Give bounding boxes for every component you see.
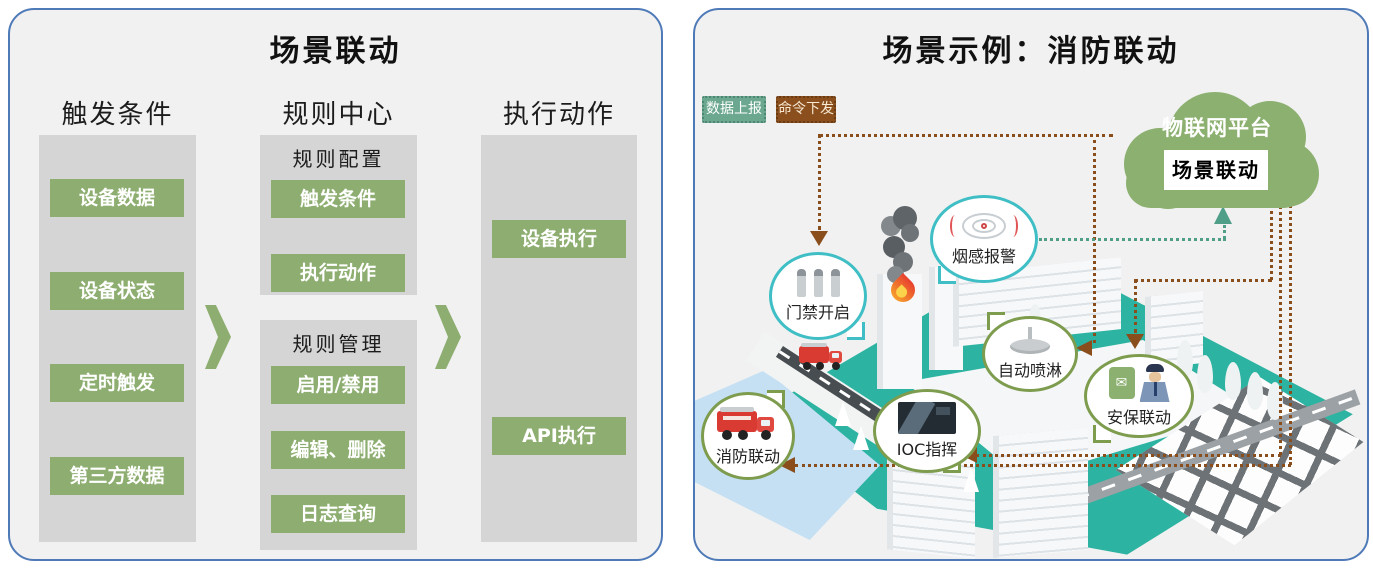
fire-linkage-example-panel: 场景示例：消防联动 数据上报 命令下发 (693, 8, 1369, 561)
command-line (1134, 279, 1272, 282)
truck-ladder (801, 343, 827, 347)
command-line (976, 454, 1281, 457)
command-line (1270, 200, 1273, 280)
security-guard-icon: ✉ (1108, 364, 1170, 402)
command-arrow-down-icon (1126, 334, 1144, 349)
right-panel-title: 场景示例：消防联动 (882, 34, 1180, 69)
item-log-query: 日志查询 (271, 495, 405, 533)
command-line (795, 464, 1291, 467)
access-badge-icon: ✉ (1108, 367, 1135, 399)
callout-smoke-alarm: 烟感报警 (930, 195, 1038, 283)
surveillance-icon (898, 402, 956, 434)
scene-linkage-panel: 场景联动 触发条件 规则中心 执行动作 设备数据 设备状态 定时触发 第三方数据… (8, 8, 663, 561)
callout-door-open: 门禁开启 (769, 252, 867, 340)
south-building-b (993, 427, 1088, 559)
truck-wheel (803, 362, 811, 370)
callout-security-linkage: ✉ 安保联动 (1084, 354, 1194, 438)
item-device-execute: 设备执行 (492, 220, 626, 258)
flame-core (893, 284, 910, 300)
item-api-execute: API执行 (492, 417, 626, 455)
smoke-icon (901, 224, 919, 242)
callout-label: 门禁开启 (785, 303, 850, 322)
fire-truck-icon (717, 405, 779, 441)
pine-tree-icon (963, 468, 979, 492)
flow-arrow-icon (435, 305, 461, 369)
command-line (1093, 140, 1096, 343)
callout-label: 自动喷淋 (997, 361, 1062, 380)
column-header-action: 执行动作 (502, 100, 615, 130)
data-arrow-up-icon (1214, 206, 1232, 224)
rule-manage-label: 规则管理 (292, 332, 385, 356)
data-report-line (1039, 238, 1226, 241)
truck-body (799, 346, 829, 363)
pine-tree-icon (853, 426, 869, 450)
item-third-party-data: 第三方数据 (50, 457, 184, 495)
command-arrow-down-icon (810, 231, 828, 246)
truck-window (832, 353, 839, 358)
item-edit-delete: 编辑、删除 (271, 431, 405, 469)
cloud-scene-linkage-badge: 场景联动 (1164, 150, 1268, 190)
fire-truck-on-road (799, 342, 845, 370)
tree-icon (1225, 362, 1241, 400)
cloud-platform-label: 物联网平台 (1162, 116, 1272, 140)
legend-command-send: 命令下发 (776, 96, 836, 123)
callout-ioc-command: IOC指挥 (873, 389, 981, 473)
truck-wheel (816, 362, 824, 370)
command-line (1289, 200, 1292, 465)
callout-label: 消防联动 (715, 447, 780, 466)
tree-icon (1247, 372, 1263, 410)
command-line (1279, 200, 1282, 455)
item-timed-trigger: 定时触发 (50, 364, 184, 402)
smoke-detector-icon (950, 211, 1018, 241)
callout-label: 烟感报警 (951, 247, 1016, 266)
command-arrow-left-icon (1076, 340, 1092, 356)
item-rule-trigger: 触发条件 (271, 180, 405, 218)
column-header-rule-center: 规则中心 (282, 100, 395, 130)
callout-label: IOC指挥 (896, 440, 958, 459)
callout-label: 安保联动 (1106, 408, 1171, 427)
column-header-trigger: 触发条件 (61, 100, 174, 130)
item-rule-action: 执行动作 (271, 254, 405, 292)
truck-wheel (832, 362, 840, 370)
item-device-data: 设备数据 (50, 179, 184, 217)
left-panel-title: 场景联动 (269, 34, 402, 69)
legend-data-report: 数据上报 (702, 96, 766, 123)
turnstile-icon (796, 269, 840, 297)
item-device-status: 设备状态 (50, 272, 184, 310)
flow-arrow-icon (205, 305, 231, 369)
callout-fire-linkage: 消防联动 (701, 392, 795, 480)
rule-config-label: 规则配置 (292, 147, 385, 171)
cloud-icon (1124, 92, 1319, 209)
pine-tree-icon (835, 402, 851, 426)
callout-auto-sprinkler: 自动喷淋 (982, 316, 1078, 392)
command-line (818, 134, 821, 230)
item-enable-disable: 启用/禁用 (271, 366, 405, 404)
command-line (819, 134, 1113, 137)
data-report-line (1223, 225, 1226, 239)
sprinkler-icon (1008, 327, 1052, 355)
tree-icon (1197, 355, 1213, 393)
action-column (481, 135, 637, 542)
command-line (1134, 279, 1137, 333)
